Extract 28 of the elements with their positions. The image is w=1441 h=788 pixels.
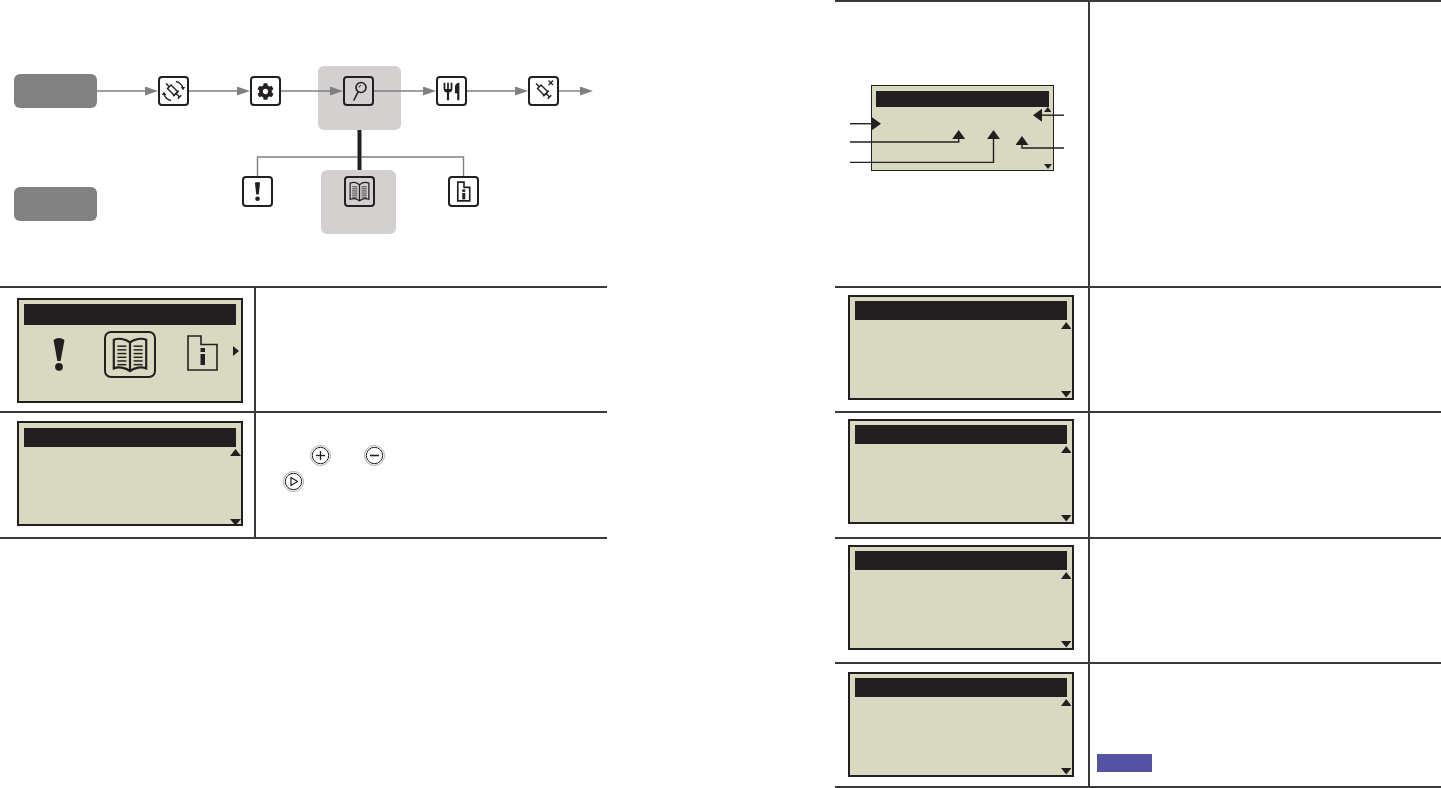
magnifier-icon [343,76,374,106]
leader-line [849,130,1000,164]
arrow [558,86,593,96]
leader-line [1015,136,1065,149]
info-document-icon [448,176,479,207]
arrow [280,86,343,96]
leader-line [849,130,966,143]
exclamation-icon [242,176,273,207]
connector-line [360,156,465,177]
connector-line [357,130,362,157]
connector-line [256,156,359,177]
highlight-panel [321,170,396,234]
process-block [14,187,97,221]
process-block [14,74,97,108]
lcd-screen [871,85,1054,171]
book-icon [344,176,375,207]
arrow [466,86,528,96]
arrow [96,86,158,96]
syringe-cross-icon [528,76,559,106]
leader-line [1033,108,1065,122]
arrow [373,86,436,96]
fork-knife-icon [436,76,467,106]
gear-icon [250,76,281,106]
leader-line [849,117,881,131]
connector-line [357,157,362,170]
arrow [188,86,250,96]
syringe-arrows-icon [158,76,189,106]
highlight-panel [318,66,401,130]
